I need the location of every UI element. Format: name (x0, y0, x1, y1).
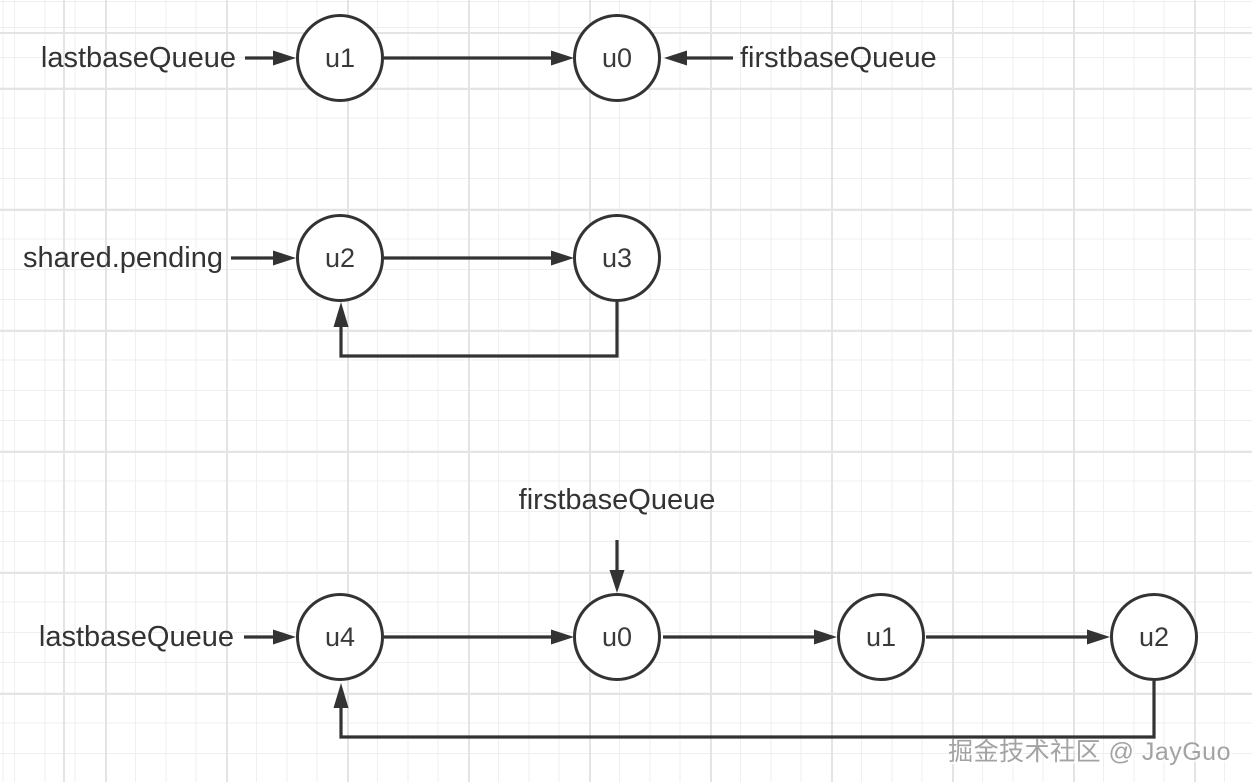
node-u3-middle: u3 (573, 214, 661, 302)
pointer-label-shared-pending: shared.pending (23, 242, 223, 274)
node-u0-top-label: u0 (601, 42, 633, 73)
pointer-arrow-lastbasequeue-u1 (245, 50, 296, 66)
edge-u4-to-u0 (384, 629, 574, 645)
node-u0-bottom-label: u0 (601, 621, 633, 652)
node-u4-bottom-label: u4 (324, 621, 356, 652)
pointer-label-lastbasequeue-top: lastbaseQueue (40, 42, 236, 74)
edge-u1-to-u2 (926, 629, 1110, 645)
edge-u1-to-u0 (384, 50, 574, 66)
node-u1-top-label: u1 (324, 42, 356, 73)
node-u0-bottom: u0 (573, 593, 661, 681)
edge-u3-to-u2-loop (333, 302, 619, 358)
watermark-text: 掘金技术社区 @ JayGuo (948, 738, 1231, 766)
pointer-arrow-firstbasequeue-u0 (664, 50, 733, 66)
edge-u2-to-u4-loop (333, 681, 1156, 739)
node-u3-middle-label: u3 (601, 242, 633, 273)
node-u1-bottom: u1 (837, 593, 925, 681)
pointer-label-firstbasequeue-bottom: firstbaseQueue (518, 484, 716, 516)
pointer-label-lastbasequeue-bottom: lastbaseQueue (38, 621, 234, 653)
pointer-arrow-firstbasequeue-u0-down (609, 540, 625, 593)
node-u4-bottom: u4 (296, 593, 384, 681)
node-u0-top: u0 (573, 14, 661, 102)
edge-u2-to-u3 (384, 250, 574, 266)
node-u2-bottom: u2 (1110, 593, 1198, 681)
pointer-arrow-lastbasequeue-u4 (244, 629, 296, 645)
pointer-arrow-sharedpending-u2 (231, 250, 296, 266)
node-u2-middle: u2 (296, 214, 384, 302)
edge-u0-to-u1 (663, 629, 837, 645)
node-u1-bottom-label: u1 (865, 621, 897, 652)
node-u2-bottom-label: u2 (1138, 621, 1170, 652)
pointer-label-firstbasequeue-top: firstbaseQueue (740, 42, 937, 74)
node-u1-top: u1 (296, 14, 384, 102)
node-u2-middle-label: u2 (324, 242, 356, 273)
